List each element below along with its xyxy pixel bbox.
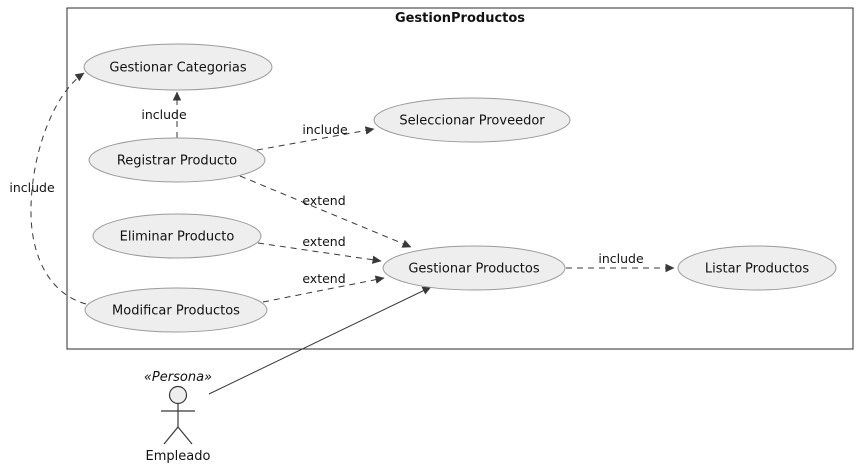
actor-name: Empleado <box>146 449 211 464</box>
usecase-modificar-productos: Modificar Productos <box>84 287 268 333</box>
edge-line <box>30 72 87 305</box>
edge-eliminar-extend-gestionarproductos: extend <box>257 234 382 264</box>
usecase-ellipse <box>373 97 571 143</box>
edge-label: extend <box>302 193 345 208</box>
usecase-eliminar-producto: Eliminar Producto <box>92 213 262 259</box>
usecase-ellipse <box>382 245 566 291</box>
usecase-label: Modificar Productos <box>112 304 240 319</box>
usecase-ellipse <box>84 287 268 333</box>
system-boundary-title: GestionProductos <box>395 11 525 26</box>
edge-line <box>239 175 412 248</box>
edge-registrar-include-seleccionar: include <box>256 122 375 151</box>
usecase-ellipse <box>83 43 273 91</box>
edge-registrar-extend-gestionarproductos: extend <box>239 175 412 248</box>
edge-line <box>256 126 375 151</box>
actor-empleado: «Persona» Empleado <box>144 370 212 464</box>
edge-modificar-extend-gestionarproductos: extend <box>262 271 385 303</box>
edge-label: extend <box>302 271 345 286</box>
edge-label: include <box>141 107 187 122</box>
usecase-label: Seleccionar Proveedor <box>399 114 545 129</box>
edge-line <box>262 275 385 303</box>
actor-leg-left <box>163 426 179 445</box>
edge-modificar-include-categorias: include <box>9 72 87 305</box>
system-boundary <box>66 7 854 350</box>
usecase-listar-productos: Listar Productos <box>677 245 837 291</box>
edge-actor-gestionarproductos <box>208 286 432 395</box>
actor-head <box>168 385 188 405</box>
edge-line <box>208 286 432 395</box>
edge-line <box>257 242 382 264</box>
edge-label: extend <box>302 234 345 249</box>
usecase-label: Listar Productos <box>705 262 809 277</box>
usecase-label: Gestionar Productos <box>408 262 540 277</box>
edge-registrar-include-categorias: include <box>141 91 187 138</box>
usecase-seleccionar-proveedor: Seleccionar Proveedor <box>373 97 571 143</box>
usecase-gestionar-productos: Gestionar Productos <box>382 245 566 291</box>
usecase-label: Eliminar Producto <box>120 230 235 245</box>
usecase-ellipse <box>677 245 837 291</box>
actor-stereotype: «Persona» <box>144 370 212 385</box>
usecase-label: Gestionar Categorias <box>109 61 246 76</box>
edge-gestionarproductos-include-listar: include <box>566 251 675 273</box>
usecase-label: Registrar Producto <box>117 154 237 169</box>
usecase-ellipse <box>88 137 266 183</box>
edge-label: include <box>9 180 55 195</box>
edge-label: include <box>302 122 348 137</box>
usecase-ellipse <box>92 213 262 259</box>
edge-label: include <box>598 251 644 266</box>
usecase-gestionar-categorias: Gestionar Categorias <box>83 43 273 91</box>
usecase-registrar-producto: Registrar Producto <box>88 137 266 183</box>
actor-leg-right <box>177 426 193 445</box>
